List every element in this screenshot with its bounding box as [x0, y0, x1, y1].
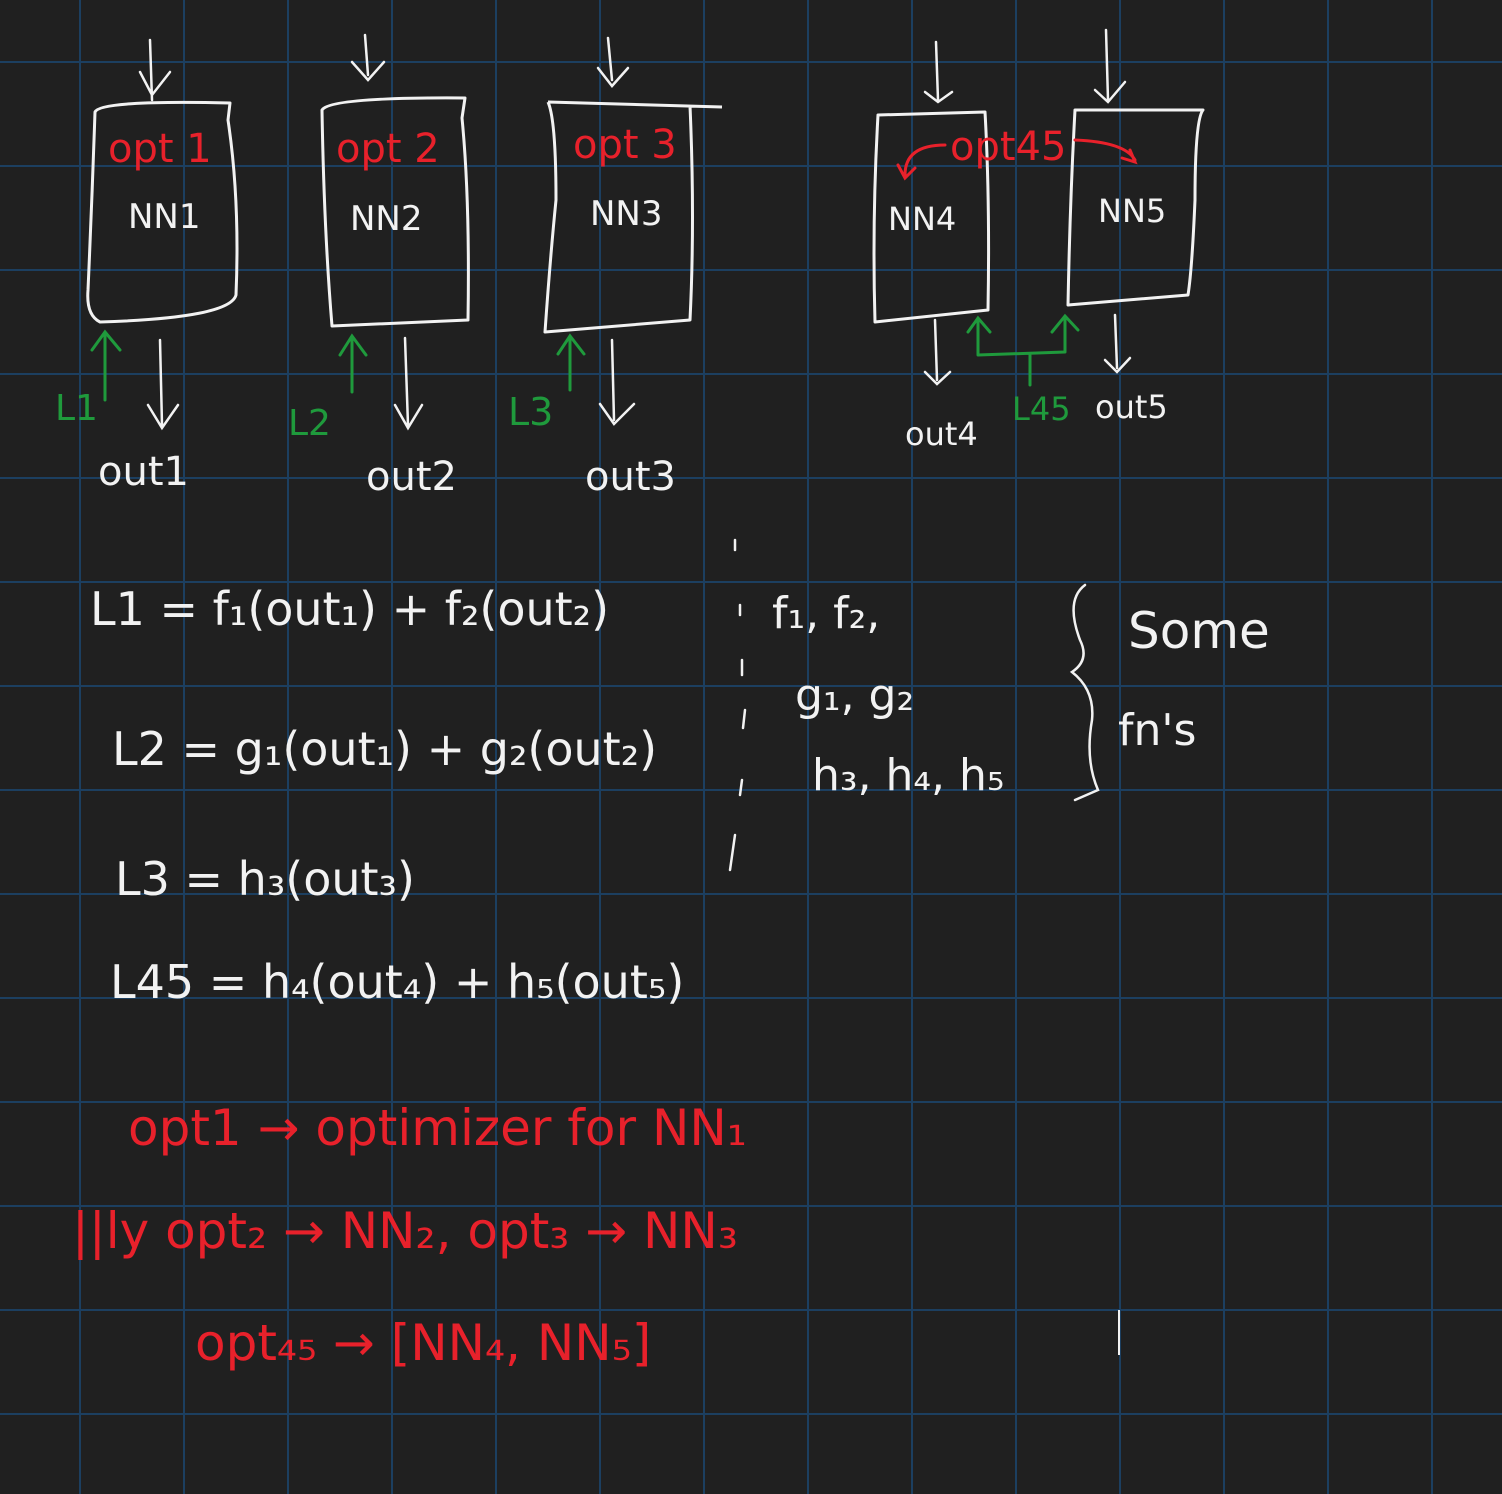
nn3-label: NN3	[590, 194, 663, 234]
note-opt2-opt3: ||ly opt₂ → NN₂, opt₃ → NN₃	[72, 1202, 738, 1260]
nn5-label: NN5	[1098, 192, 1166, 230]
functions-h: h₃, h₄, h₅	[812, 750, 1005, 801]
opt3-label: opt 3	[573, 122, 677, 168]
block-opt2: opt 2 NN2 L2 out2	[288, 33, 470, 500]
out4-label: out4	[905, 415, 978, 453]
opt1-label: opt 1	[108, 126, 212, 172]
out1-label: out1	[98, 449, 189, 495]
nn4-box	[872, 110, 991, 324]
input-arrow-5	[1093, 28, 1127, 104]
l2-label: L2	[288, 403, 331, 444]
equation-l1: L1 = f₁(out₁) + f₂(out₂)	[90, 582, 609, 636]
opt2-label: opt 2	[336, 126, 440, 172]
note-opt45: opt₄₅ → [NN₄, NN₅]	[195, 1314, 651, 1372]
notes: opt1 → optimizer for NN₁ ||ly opt₂ → NN₂…	[72, 1099, 747, 1372]
functions-g: g₁, g₂	[795, 670, 914, 721]
note-opt1: opt1 → optimizer for NN₁	[128, 1099, 747, 1157]
input-arrow-4	[923, 40, 954, 104]
input-arrow-2	[350, 33, 386, 82]
loss-arrows-45	[966, 313, 1080, 387]
l1-label: L1	[55, 388, 98, 429]
loss-arrow-2	[338, 333, 368, 394]
loss-arrow-3	[556, 333, 586, 392]
equations: L1 = f₁(out₁) + f₂(out₂) L2 = g₁(out₁) +…	[90, 582, 684, 1009]
input-arrow-3	[596, 36, 630, 88]
out5-label: out5	[1095, 388, 1168, 426]
equation-l2: L2 = g₁(out₁) + g₂(out₂)	[112, 722, 657, 776]
out2-label: out2	[366, 454, 457, 500]
brace-label-fns: fn's	[1118, 705, 1196, 756]
nn5-box	[1066, 108, 1205, 307]
output-arrow-5	[1103, 313, 1132, 374]
separator-line	[728, 538, 747, 872]
equation-l3: L3 = h₃(out₃)	[115, 852, 415, 906]
output-arrow-3	[598, 338, 636, 426]
block-opt45: opt45 NN4 NN5 L45 out4 out5	[872, 28, 1205, 453]
curly-brace	[1069, 583, 1100, 802]
output-arrow-1	[146, 338, 180, 431]
nn2-box	[320, 96, 470, 328]
input-arrow-1	[138, 38, 172, 102]
nn4-label: NN4	[888, 200, 956, 238]
function-list: f₁, f₂, g₁, g₂ h₃, h₄, h₅ Some fn's	[772, 583, 1270, 802]
brace-label-some: Some	[1128, 602, 1270, 660]
out3-label: out3	[585, 454, 676, 500]
block-opt3: opt 3 NN3 L3 out3	[508, 36, 723, 500]
l3-label: L3	[508, 390, 553, 434]
l45-label: L45	[1012, 390, 1071, 428]
output-arrow-4	[923, 318, 952, 386]
nn2-label: NN2	[350, 199, 423, 239]
nn1-box	[86, 100, 239, 324]
loss-arrow-1	[90, 329, 122, 402]
equation-l45: L45 = h₄(out₄) + h₅(out₅)	[110, 955, 684, 1009]
block-opt1: opt 1 NN1 L1 out1	[55, 38, 239, 495]
output-arrow-2	[393, 336, 424, 431]
opt45-label: opt45	[950, 124, 1066, 170]
opt45-shared-arrows	[896, 138, 1138, 181]
nn1-label: NN1	[128, 197, 201, 237]
functions-f: f₁, f₂,	[772, 588, 880, 639]
nn3-box	[543, 100, 723, 334]
